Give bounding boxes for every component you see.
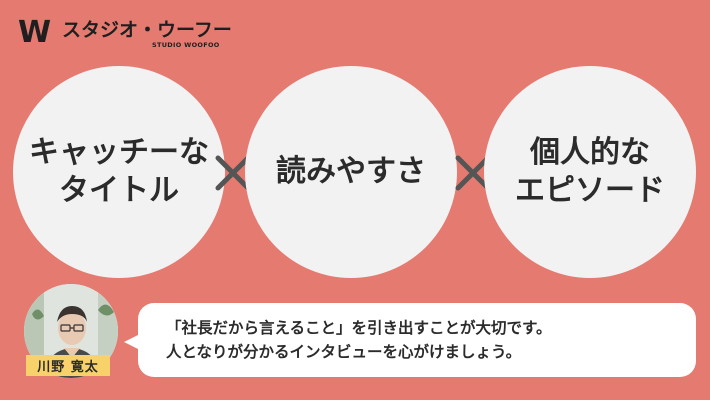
person-name-tag: 川野 寛太 bbox=[26, 355, 110, 376]
logo-name-en: STUDIO WOOFOO bbox=[152, 41, 220, 49]
brand-logo: W スタジオ・ウーフー STUDIO WOOFOO bbox=[18, 15, 232, 52]
concept-circle-label: 個人的な エピソード bbox=[515, 135, 665, 208]
speech-bubble: 「社長だから言えること」を引き出すことが大切です。 人となりが分かるインタビュー… bbox=[138, 303, 696, 377]
logo-name-jp: スタジオ・ウーフー bbox=[62, 19, 232, 41]
concept-circle-label: キャッチーな タイトル bbox=[29, 135, 209, 208]
speech-bubble-line-2: 人となりが分かるインタビューを心がけましょう。 bbox=[166, 343, 522, 361]
speech-bubble-tail bbox=[124, 334, 140, 350]
times-icon bbox=[215, 155, 251, 191]
concept-circle-catchy-title: キャッチーな タイトル bbox=[13, 66, 225, 278]
logo-mark: W bbox=[18, 15, 51, 50]
concept-circle-personal-episode: 個人的な エピソード bbox=[484, 66, 696, 278]
speech-bubble-line-1: 「社長だから言えること」を引き出すことが大切です。 bbox=[166, 319, 552, 337]
concept-circle-readability: 読みやすさ bbox=[245, 66, 457, 278]
times-icon bbox=[455, 155, 491, 191]
concept-circle-label: 読みやすさ bbox=[276, 154, 426, 189]
